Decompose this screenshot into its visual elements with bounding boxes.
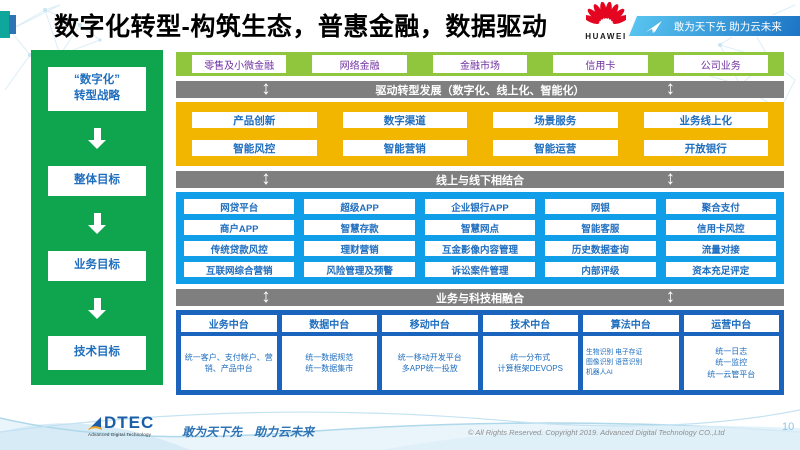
platform-operations-content: 统一日志 统一监控 统一云管平台 [683,336,779,390]
copyright-text: © All Rights Reserved. Copyright 2019. A… [468,428,725,437]
updown-arrow-icon: ↕ [665,286,675,307]
platform-data-content: 统一数据规范 统一数据集市 [281,336,377,390]
banner-online-offline-text: 线上与线下相结合 [436,174,524,187]
page-title: 数字化转型-构筑生态，普惠金融，数据驱动 [54,13,548,41]
paper-plane-icon [646,20,662,32]
segment-financial-markets: 金融市场 [432,55,528,73]
platform-algorithm: 算法中台 生物识别 电子存证 图像识别 语音识别 机器人AI [583,315,679,390]
platform-data-title: 数据中台 [281,315,377,332]
sidebar-item-tech-goal: 技术目标 [48,336,146,370]
platform-mobile-title: 移动中台 [382,315,478,332]
updown-arrow-icon: ↕ [665,168,675,189]
platform-technology-content: 统一分布式 计算框架DEVOPS [482,336,578,390]
system-litigation-management: 诉讼案件管理 [424,262,536,277]
platform-algorithm-content: 生物识别 电子存证 图像识别 语音识别 机器人AI [583,336,679,390]
system-traffic-integration: 流量对接 [665,241,776,256]
system-smart-deposit: 智慧存款 [304,220,415,235]
system-capital-adequacy: 资本充足评定 [665,262,776,277]
platform-grid: 业务中台 统一客户、支付帐户、营销、产品中台 数据中台 统一数据规范 统一数据集… [176,310,784,395]
platform-business: 业务中台 统一客户、支付帐户、营销、产品中台 [181,315,277,390]
platform-operations-title: 运营中台 [683,315,779,332]
system-merchant-app: 商户APP [184,220,295,235]
banner-drive-text: 驱动转型发展（数字化、线上化、智能化） [375,84,585,97]
huawei-wordmark: HUAWEI [585,32,627,41]
updown-arrow-icon: ↕ [261,78,271,99]
system-internet-marketing: 互联网综合营销 [184,262,295,277]
platform-mobile-content: 统一移动开发平台 多APP统一投放 [382,336,478,390]
capability-smart-marketing: 智能营销 [342,140,467,156]
down-arrow-icon [88,298,106,319]
system-smart-branch: 智慧网点 [424,220,536,235]
title-accent-blue [9,15,16,34]
banner-tech-fusion: ↕ 业务与科技相融合 ↕ [176,286,784,307]
system-traditional-loan-risk: 传统贷款风控 [184,241,295,256]
capability-product-innovation: 产品创新 [192,112,317,128]
segment-credit-card: 信用卡 [553,55,648,73]
system-online-banking: 网银 [545,199,656,214]
platform-business-title: 业务中台 [181,315,277,332]
capability-open-banking: 开放银行 [643,140,768,156]
channel-systems-grid: 网贷平台 超级APP 企业银行APP 网银 聚合支付 商户APP 智慧存款 智慧… [176,192,784,284]
system-corporate-banking-app: 企业银行APP [424,199,536,214]
system-fintech-image-content: 互金影像内容管理 [424,241,536,256]
footer-slogan: 敢为天下先 助力云未来 [182,425,315,439]
segment-internet-finance: 网络金融 [312,55,407,73]
page-number: 10 [782,421,795,433]
system-internal-rating: 内部评级 [545,262,656,277]
capability-smart-risk-control: 智能风控 [192,140,317,156]
system-super-app: 超级APP [304,199,415,214]
updown-arrow-icon: ↕ [261,168,271,189]
system-aggregate-payment: 聚合支付 [665,199,776,214]
system-smart-customer-service: 智能客服 [545,220,656,235]
sidebar-item-business-goal: 业务目标 [48,251,146,281]
capability-grid: 产品创新 数字渠道 场景服务 业务线上化 智能风控 智能营销 智能运营 开放银行 [176,102,784,166]
adtec-wordmark: DTEC [104,413,155,432]
adtec-logo-icon [88,417,102,430]
platform-data: 数据中台 统一数据规范 统一数据集市 [281,315,377,390]
down-arrow-icon [88,128,106,149]
slogan-ribbon: 敢为天下先 助力云未来 [627,15,800,37]
system-risk-management-alert: 风险管理及预警 [304,262,415,277]
system-online-loan-platform: 网贷平台 [184,199,295,214]
adtec-logo: DTEC Advanced Digital Technology [88,414,154,437]
platform-technology-title: 技术中台 [482,315,578,332]
platform-operations: 运营中台 统一日志 统一监控 统一云管平台 [683,315,779,390]
updown-arrow-icon: ↕ [261,286,271,307]
system-historical-data-query: 历史数据查询 [545,241,656,256]
huawei-flower-icon [583,1,629,24]
system-credit-card-risk-control: 信用卡风控 [665,220,776,235]
down-arrow-icon [88,213,106,234]
title-accent-teal [0,11,10,38]
system-wealth-marketing: 理财营销 [304,241,415,256]
banner-drive-transformation: ↕ 驱动转型发展（数字化、线上化、智能化） ↕ [176,78,784,99]
diagram-main: 零售及小微金融 网络金融 金融市场 信用卡 公司业务 ↕ 驱动转型发展（数字化、… [176,52,784,395]
adtec-subtitle: Advanced Digital Technology [88,432,152,437]
business-segments-row: 零售及小微金融 网络金融 金融市场 信用卡 公司业务 [176,52,784,76]
capability-scenario-services: 场景服务 [493,112,618,128]
segment-corporate-business: 公司业务 [673,55,768,73]
sidebar-item-strategy: “数字化” 转型战略 [48,67,146,111]
capability-business-online: 业务线上化 [643,112,768,128]
platform-mobile: 移动中台 统一移动开发平台 多APP统一投放 [382,315,478,390]
strategy-sidebar: “数字化” 转型战略 整体目标 业务目标 技术目标 [31,50,163,385]
updown-arrow-icon: ↕ [665,78,675,99]
banner-online-offline: ↕ 线上与线下相结合 ↕ [176,168,784,189]
platform-business-content: 统一客户、支付帐户、营销、产品中台 [181,336,277,390]
sidebar-item-overall-goal: 整体目标 [48,166,146,196]
capability-digital-channels: 数字渠道 [342,112,467,128]
ribbon-slogan-text: 敢为天下先 助力云未来 [674,20,782,33]
platform-algorithm-title: 算法中台 [583,315,679,332]
platform-technology: 技术中台 统一分布式 计算框架DEVOPS [482,315,578,390]
segment-retail-micro-finance: 零售及小微金融 [192,55,287,73]
huawei-logo: HUAWEI [583,1,629,41]
banner-tech-fusion-text: 业务与科技相融合 [436,292,524,305]
capability-smart-operations: 智能运营 [493,140,618,156]
